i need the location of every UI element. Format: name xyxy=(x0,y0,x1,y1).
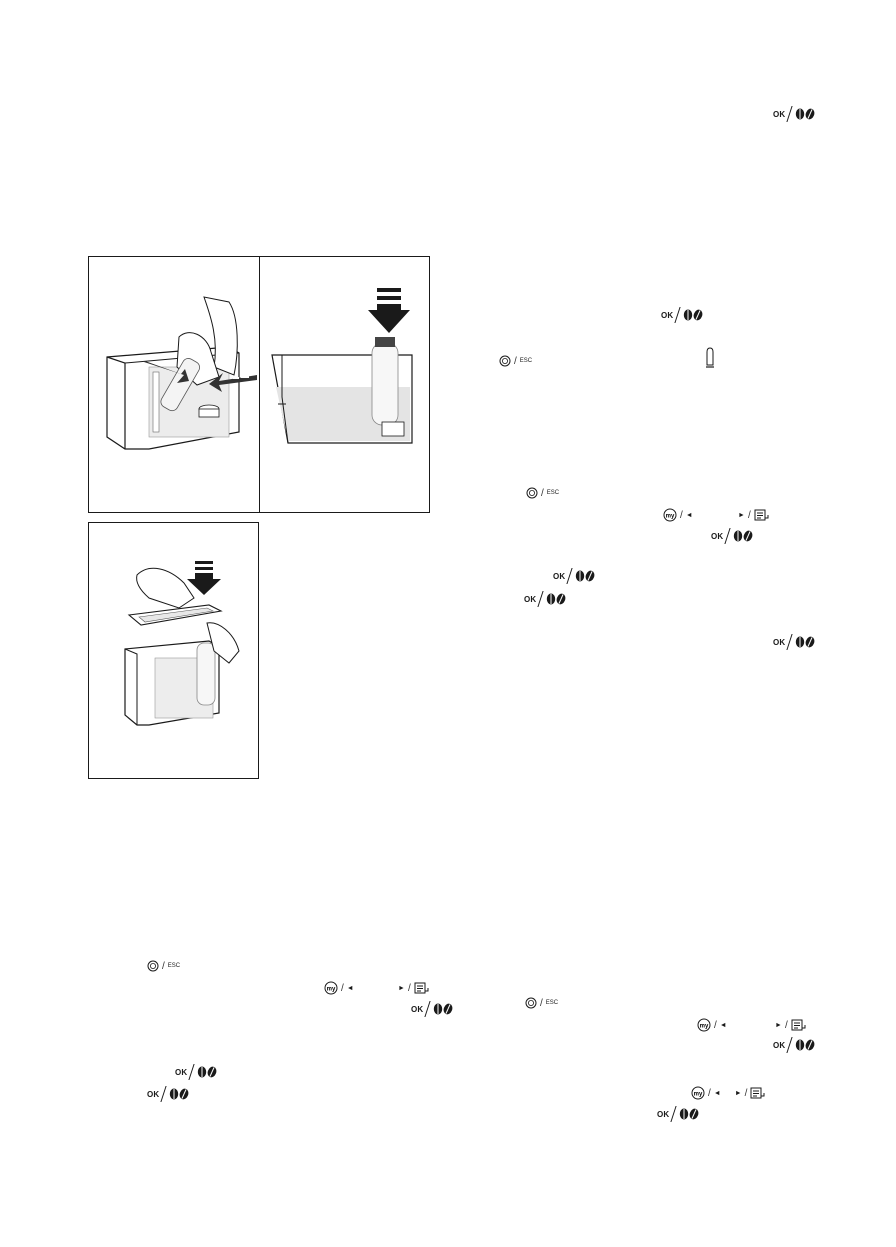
slash-icon xyxy=(424,1001,432,1017)
ok-label: OK xyxy=(773,1040,786,1050)
separator: / xyxy=(680,509,683,521)
ok-beans-icon-4: OK xyxy=(553,568,596,584)
coffee-beans-icon xyxy=(434,1003,453,1015)
ok-label: OK xyxy=(661,310,674,320)
right-arrow-icon: ► xyxy=(734,1089,742,1097)
separator: / xyxy=(784,1019,788,1031)
ok-beans-icon-8: OK xyxy=(175,1064,218,1080)
separator: / xyxy=(540,997,543,1009)
left-arrow-icon: ◄ xyxy=(719,1021,727,1029)
list-icon xyxy=(750,1087,765,1099)
svg-text:my: my xyxy=(666,514,675,520)
slash-icon xyxy=(537,591,545,607)
ok-beans-icon-11: OK xyxy=(657,1106,700,1122)
separator: / xyxy=(541,487,544,499)
svg-text:my: my xyxy=(327,987,336,993)
my-left-icon-1: my / ◄ xyxy=(663,507,693,523)
ok-label: OK xyxy=(524,594,537,604)
esc-label: ESC xyxy=(167,963,181,969)
separator: / xyxy=(714,1019,717,1031)
fig-tank-lid-close xyxy=(88,522,259,779)
separator: / xyxy=(744,1087,748,1099)
my-left-icon-2: my / ◄ xyxy=(324,980,354,996)
ok-label: OK xyxy=(147,1089,160,1099)
my-button-icon: my xyxy=(324,981,338,995)
coffee-beans-icon xyxy=(796,108,815,120)
left-arrow-icon: ◄ xyxy=(346,984,354,992)
separator: / xyxy=(514,355,517,367)
filter-cartridge-icon xyxy=(706,347,714,368)
ok-label: OK xyxy=(657,1109,670,1119)
ok-beans-icon-2: OK xyxy=(661,307,704,323)
slash-icon xyxy=(786,106,794,122)
my-button-icon: my xyxy=(663,508,677,522)
ok-label: OK xyxy=(553,571,566,581)
esc-label: ESC xyxy=(545,1000,559,1006)
my-left-icon-3: my / ◄ xyxy=(697,1017,727,1033)
ok-beans-icon-1: OK xyxy=(773,106,816,122)
settings-esc-icon-3: / ESC xyxy=(147,958,180,974)
coffee-beans-icon xyxy=(547,593,566,605)
ok-label: OK xyxy=(175,1067,188,1077)
settings-esc-icon-1: / ESC xyxy=(499,353,532,369)
coffee-beans-icon xyxy=(170,1088,189,1100)
right-list-icon-1: ► / xyxy=(738,507,770,523)
my-button-icon: my xyxy=(691,1086,705,1100)
fig-filter-unscrew xyxy=(88,256,260,513)
slash-icon xyxy=(670,1106,678,1122)
right-arrow-icon: ► xyxy=(738,511,745,519)
list-icon xyxy=(791,1019,806,1031)
right-list-icon-3: ► / xyxy=(775,1017,807,1033)
ok-label: OK xyxy=(773,637,786,647)
coffee-beans-icon xyxy=(796,636,815,648)
slash-icon xyxy=(724,528,732,544)
slash-icon xyxy=(160,1086,168,1102)
left-arrow-icon: ◄ xyxy=(685,511,693,519)
slash-icon xyxy=(566,568,574,584)
my-left-right-list-icon: my / ◄ ► / xyxy=(691,1085,766,1101)
ok-beans-icon-5: OK xyxy=(524,591,567,607)
list-icon xyxy=(754,509,769,521)
coffee-beans-icon xyxy=(198,1066,217,1078)
ok-label: OK xyxy=(411,1004,424,1014)
slash-icon xyxy=(786,1037,794,1053)
ok-label: OK xyxy=(711,531,724,541)
separator: / xyxy=(407,982,411,994)
gear-icon xyxy=(525,997,537,1009)
right-list-icon-2: ► / xyxy=(398,980,430,996)
svg-text:my: my xyxy=(700,1024,709,1030)
gear-icon xyxy=(499,355,511,367)
ok-beans-icon-3: OK xyxy=(711,528,754,544)
gear-icon xyxy=(147,960,159,972)
slash-icon xyxy=(786,634,794,650)
settings-esc-icon-2: / ESC xyxy=(526,485,559,501)
separator: / xyxy=(708,1087,711,1099)
ok-label: OK xyxy=(773,109,786,119)
separator: / xyxy=(341,982,344,994)
fig-filter-insert-tank xyxy=(259,256,430,513)
gear-icon xyxy=(526,487,538,499)
esc-label: ESC xyxy=(519,358,533,364)
coffee-beans-icon xyxy=(796,1039,815,1051)
left-arrow-icon: ◄ xyxy=(713,1089,721,1097)
ok-beans-icon-9: OK xyxy=(147,1086,190,1102)
ok-beans-icon-7: OK xyxy=(411,1001,454,1017)
separator: / xyxy=(747,509,751,521)
ok-beans-icon-10: OK xyxy=(773,1037,816,1053)
svg-text:my: my xyxy=(694,1092,703,1098)
coffee-beans-icon xyxy=(734,530,753,542)
settings-esc-icon-4: / ESC xyxy=(525,995,558,1011)
coffee-beans-icon xyxy=(684,309,703,321)
esc-label: ESC xyxy=(546,490,560,496)
separator: / xyxy=(162,960,165,972)
right-arrow-icon: ► xyxy=(775,1021,782,1029)
slash-icon xyxy=(674,307,682,323)
list-icon xyxy=(414,982,429,994)
right-arrow-icon: ► xyxy=(398,984,405,992)
slash-icon xyxy=(188,1064,196,1080)
ok-beans-icon-6: OK xyxy=(773,634,816,650)
my-button-icon: my xyxy=(697,1018,711,1032)
coffee-beans-icon xyxy=(680,1108,699,1120)
coffee-beans-icon xyxy=(576,570,595,582)
